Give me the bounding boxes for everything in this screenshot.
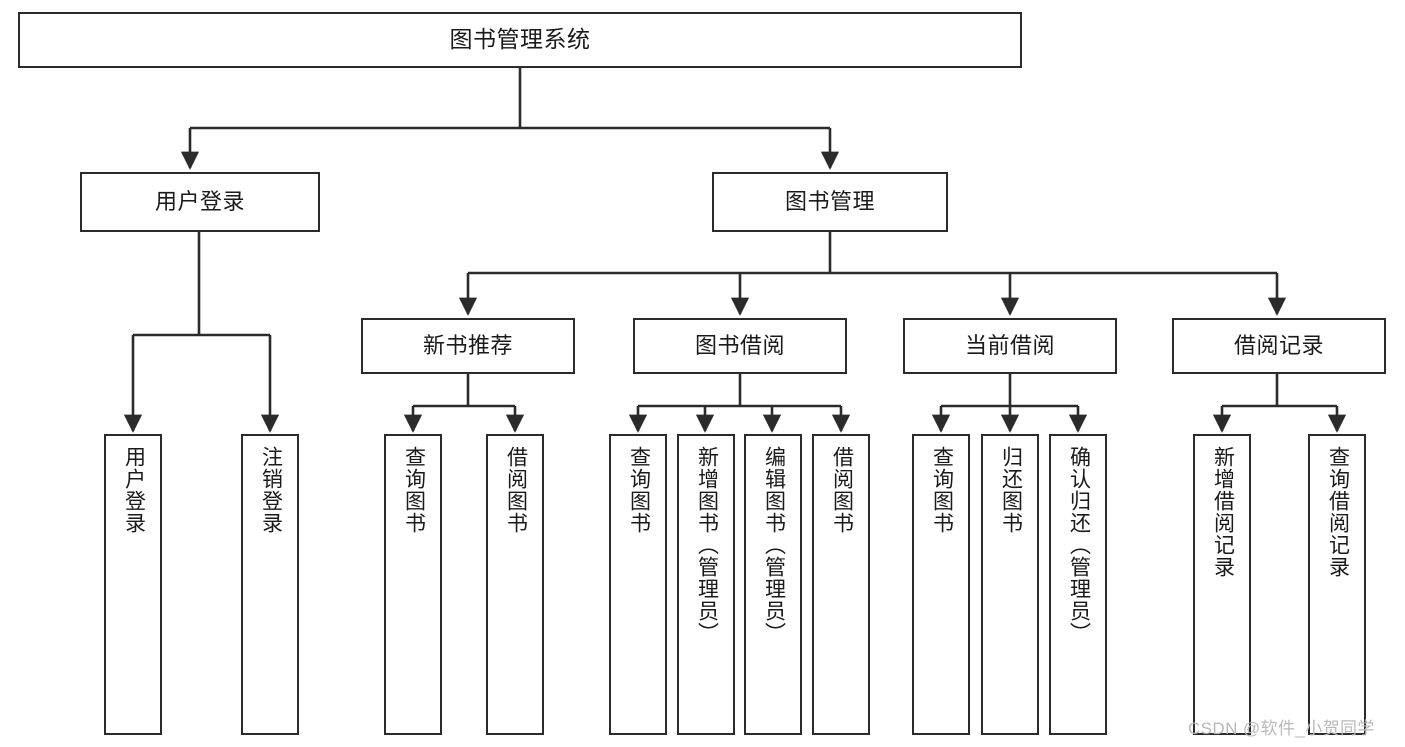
leaf-query-book-a[interactable]: 查询图书 [384, 434, 442, 735]
leaf-return-book[interactable]: 归还图书 [981, 434, 1039, 735]
leaf-confirm-return[interactable]: 确认归还（管理员） [1049, 434, 1107, 735]
leaf-edit-book-label: 编辑图书（管理员） [762, 446, 786, 644]
leaf-query-book-b-label: 查询图书 [627, 446, 651, 534]
leaf-add-book-label: 新增图书（管理员） [695, 446, 719, 644]
leaf-borrow-book-a-label: 借阅图书 [504, 446, 528, 534]
csdn-watermark: CSDN @软件_小贺同学 [1188, 719, 1375, 738]
leaf-user-login-label: 用户登录 [122, 446, 146, 534]
leaf-user-login[interactable]: 用户登录 [104, 434, 162, 735]
node-borrow-record[interactable]: 借阅记录 [1172, 318, 1386, 374]
leaf-query-book-c[interactable]: 查询图书 [912, 434, 970, 735]
node-book-manage-label: 图书管理 [784, 189, 875, 215]
node-new-book-recommend[interactable]: 新书推荐 [361, 318, 575, 374]
node-book-borrow-label: 图书借阅 [694, 333, 785, 359]
leaf-borrow-book-b-label: 借阅图书 [830, 446, 854, 534]
leaf-edit-book[interactable]: 编辑图书（管理员） [744, 434, 802, 735]
node-borrow-record-label: 借阅记录 [1233, 333, 1324, 359]
leaf-add-borrow-record-label: 新增借阅记录 [1211, 446, 1235, 578]
node-new-book-recommend-label: 新书推荐 [422, 333, 513, 359]
leaf-borrow-book-a[interactable]: 借阅图书 [486, 434, 544, 735]
leaf-add-book[interactable]: 新增图书（管理员） [677, 434, 735, 735]
node-book-borrow[interactable]: 图书借阅 [633, 318, 847, 374]
leaf-query-book-c-label: 查询图书 [930, 446, 954, 534]
leaf-query-borrow-record-label: 查询借阅记录 [1326, 446, 1350, 578]
leaf-logout-label: 注销登录 [259, 446, 283, 534]
leaf-borrow-book-b[interactable]: 借阅图书 [812, 434, 870, 735]
leaf-add-borrow-record[interactable]: 新增借阅记录 [1193, 434, 1251, 735]
node-user-login-label: 用户登录 [154, 189, 245, 215]
node-user-login[interactable]: 用户登录 [80, 172, 320, 232]
leaf-query-book-a-label: 查询图书 [402, 446, 426, 534]
leaf-logout[interactable]: 注销登录 [241, 434, 299, 735]
node-book-manage[interactable]: 图书管理 [712, 172, 948, 232]
node-root-label: 图书管理系统 [449, 26, 591, 53]
node-current-borrow-label: 当前借阅 [964, 333, 1055, 359]
leaf-return-book-label: 归还图书 [999, 446, 1023, 534]
leaf-confirm-return-label: 确认归还（管理员） [1067, 446, 1091, 644]
leaf-query-book-b[interactable]: 查询图书 [609, 434, 667, 735]
node-root[interactable]: 图书管理系统 [18, 12, 1022, 68]
node-current-borrow[interactable]: 当前借阅 [903, 318, 1117, 374]
leaf-query-borrow-record[interactable]: 查询借阅记录 [1308, 434, 1366, 735]
